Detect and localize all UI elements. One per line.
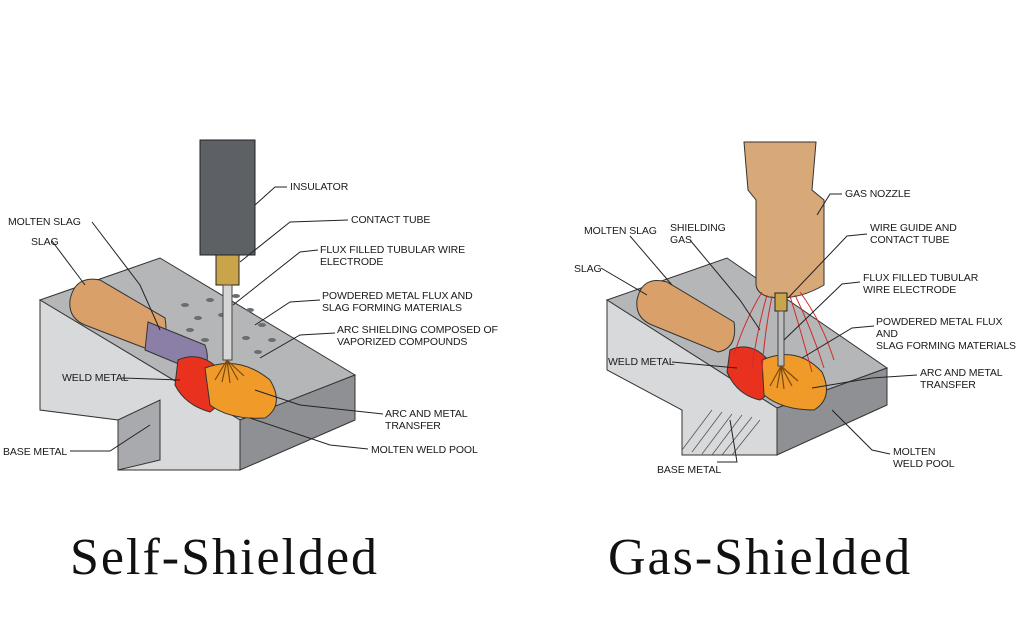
label-weld-metal: WELD METAL bbox=[608, 356, 675, 368]
shielding-gas-flow bbox=[733, 291, 835, 373]
spatter-particles bbox=[181, 294, 276, 354]
label-molten-weld-pool: MOLTEN WELD POOL bbox=[371, 444, 478, 456]
insulator bbox=[199, 139, 256, 256]
molten-weld-pool bbox=[761, 354, 827, 411]
label-shielding-gas: SHIELDING GAS bbox=[670, 222, 726, 246]
label-slag: SLAG bbox=[574, 263, 602, 275]
self-shielded-panel: INSULATOR CONTACT TUBE MOLTEN SLAG SLAG … bbox=[3, 139, 498, 586]
label-weld-metal: WELD METAL bbox=[62, 372, 129, 384]
label-gas-nozzle: GAS NOZZLE bbox=[845, 188, 911, 200]
label-molten-slag: MOLTEN SLAG bbox=[8, 216, 81, 228]
label-arc-shielding: ARC SHIELDING COMPOSED OF VAPORIZED COMP… bbox=[337, 324, 498, 348]
label-insulator: INSULATOR bbox=[290, 181, 349, 193]
label-contact-tube: CONTACT TUBE bbox=[351, 214, 431, 226]
contact-tube bbox=[215, 254, 240, 286]
label-molten-slag: MOLTEN SLAG bbox=[584, 225, 657, 237]
joint-groove bbox=[117, 399, 161, 471]
label-powdered-flux: POWDERED METAL FLUX AND SLAG FORMING MAT… bbox=[322, 290, 473, 314]
arc-sparks bbox=[214, 359, 245, 384]
label-wire-electrode: FLUX FILLED TUBULAR WIRE ELECTRODE bbox=[863, 272, 979, 296]
base-metal-side bbox=[239, 374, 356, 471]
gas-nozzle bbox=[743, 141, 825, 299]
label-wire-guide: WIRE GUIDE AND CONTACT TUBE bbox=[870, 222, 957, 246]
caption-gas-shielded: Gas-Shielded bbox=[608, 529, 913, 586]
label-powdered-flux: POWDERED METAL FLUX AND SLAG FORMING MAT… bbox=[876, 316, 1016, 352]
label-arc-transfer: ARC AND METAL TRANSFER bbox=[385, 408, 468, 432]
gas-shielded-panel: GAS NOZZLE MOLTEN SLAG SHIELDING GAS WIR… bbox=[512, 0, 1024, 622]
wire-electrode bbox=[222, 284, 233, 361]
label-base-metal: BASE METAL bbox=[3, 446, 68, 458]
label-slag: SLAG bbox=[31, 236, 59, 248]
wire-guide-contact-tube bbox=[774, 292, 788, 312]
arc-sparks bbox=[769, 365, 799, 390]
label-base-metal: BASE METAL bbox=[657, 464, 722, 476]
label-molten-weld-pool: MOLTEN WELD POOL bbox=[893, 446, 955, 470]
wire-electrode bbox=[777, 310, 785, 367]
leader-lines bbox=[600, 193, 918, 463]
leader-lines bbox=[51, 186, 384, 452]
label-arc-transfer: ARC AND METAL TRANSFER bbox=[920, 367, 1003, 391]
self-shielded-diagram bbox=[38, 139, 384, 471]
base-metal-hatching bbox=[681, 409, 761, 456]
slag-bead bbox=[636, 280, 736, 353]
caption-self-shielded: Self-Shielded bbox=[70, 529, 380, 586]
gas-shielded-diagram bbox=[600, 141, 918, 463]
label-wire-electrode: FLUX FILLED TUBULAR WIRE ELECTRODE bbox=[320, 244, 466, 268]
